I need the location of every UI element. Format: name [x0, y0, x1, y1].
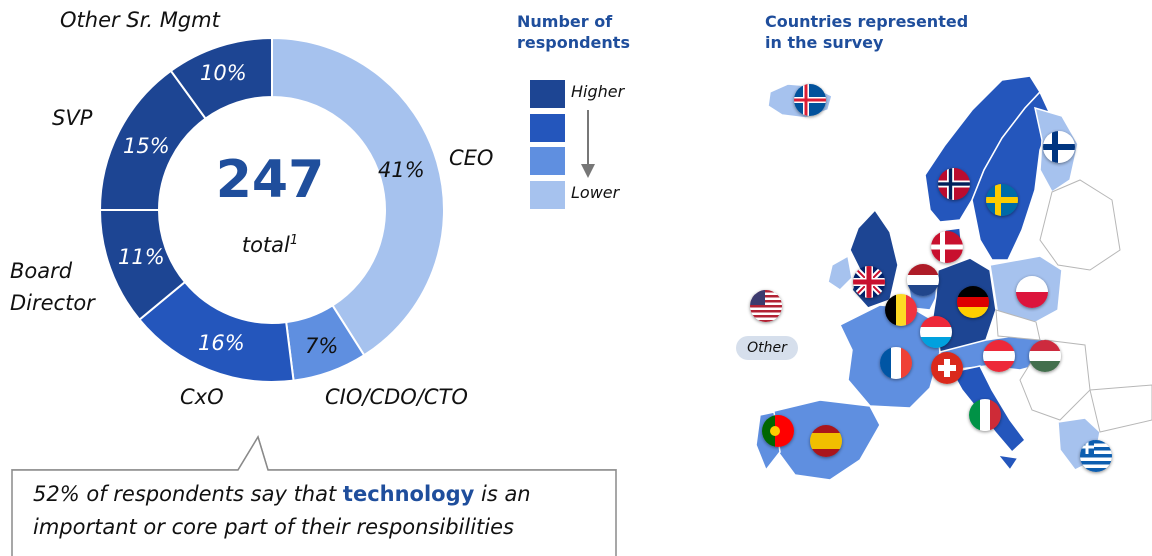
- denmark-flag-icon: [931, 231, 963, 263]
- legend-swatch-4: [530, 181, 565, 209]
- other-country-badge: Other: [736, 336, 798, 360]
- legend-swatch-2: [530, 114, 565, 142]
- donut-slice-ceo: [271, 36, 445, 357]
- legend-title-line2: respondents: [517, 33, 630, 52]
- callout-text: 52% of respondents say that technology i…: [33, 478, 633, 544]
- center-total-label: total1: [205, 233, 335, 257]
- donut-chart: [11, 36, 617, 470]
- legend-higher-label: Higher: [571, 82, 625, 101]
- category-label-other: Other Sr. Mgmt: [60, 8, 220, 32]
- hungary-flag-icon: [1029, 340, 1061, 372]
- slice-value-cxo: 16%: [198, 331, 245, 355]
- luxembourg-flag-icon: [920, 316, 952, 348]
- legend-swatch-1: [530, 80, 565, 108]
- callout-text-before: 52% of respondents say that: [33, 482, 343, 506]
- center-total-value: 247: [215, 150, 325, 210]
- iceland-flag-icon: [794, 84, 826, 116]
- category-label-ceo: CEO: [449, 146, 494, 170]
- legend-lower-label: Lower: [571, 183, 620, 202]
- poland-flag-icon: [1016, 276, 1048, 308]
- united-kingdom-flag-icon: [853, 266, 885, 298]
- netherlands-flag-icon: [907, 264, 939, 296]
- callout-text-after: is an important or core part of their re…: [33, 482, 531, 539]
- legend-title: Number of respondents: [517, 11, 630, 53]
- category-label-board-line1: Board: [10, 259, 73, 283]
- sweden-flag-icon: [986, 184, 1018, 216]
- center-total-label-text: total: [241, 233, 290, 257]
- category-label-cio: CIO/CDO/CTO: [325, 385, 468, 409]
- donut-slice-other-sr-mgmt: [169, 36, 273, 120]
- france-flag-icon: [880, 347, 912, 379]
- switzerland-flag-icon: [931, 352, 963, 384]
- category-label-cxo: CxO: [180, 385, 224, 409]
- map-title-line2: in the survey: [765, 33, 884, 52]
- italy-flag-icon: [969, 399, 1001, 431]
- norway-flag-icon: [938, 168, 970, 200]
- footnote-marker: 1: [289, 233, 299, 248]
- category-label-svp: SVP: [52, 106, 93, 130]
- belgium-flag-icon: [885, 294, 917, 326]
- slice-value-svp: 15%: [123, 134, 170, 158]
- callout-highlight: technology: [342, 482, 475, 506]
- spain-flag-icon: [810, 425, 842, 457]
- finland-flag-icon: [1043, 131, 1075, 163]
- austria-flag-icon: [983, 340, 1015, 372]
- slice-value-cio: 7%: [305, 334, 339, 358]
- europe-map: [755, 75, 1152, 481]
- map-title-line1: Countries represented: [765, 12, 969, 31]
- down-arrow-icon: [581, 110, 595, 178]
- slice-value-ceo: 41%: [378, 158, 425, 182]
- legend-swatch-3: [530, 147, 565, 175]
- portugal-flag-icon: [762, 415, 794, 447]
- greece-flag-icon: [1080, 440, 1112, 472]
- other-country-label: Other: [747, 340, 787, 356]
- slice-value-board: 11%: [118, 245, 165, 269]
- category-label-board-line2: Director: [10, 291, 95, 315]
- legend-title-line1: Number of: [517, 12, 613, 31]
- germany-flag-icon: [957, 286, 989, 318]
- callout-box: [11, 435, 617, 556]
- map-title: Countries represented in the survey: [765, 11, 968, 53]
- united-states-flag-icon: [750, 290, 782, 322]
- slice-value-other: 10%: [200, 61, 247, 85]
